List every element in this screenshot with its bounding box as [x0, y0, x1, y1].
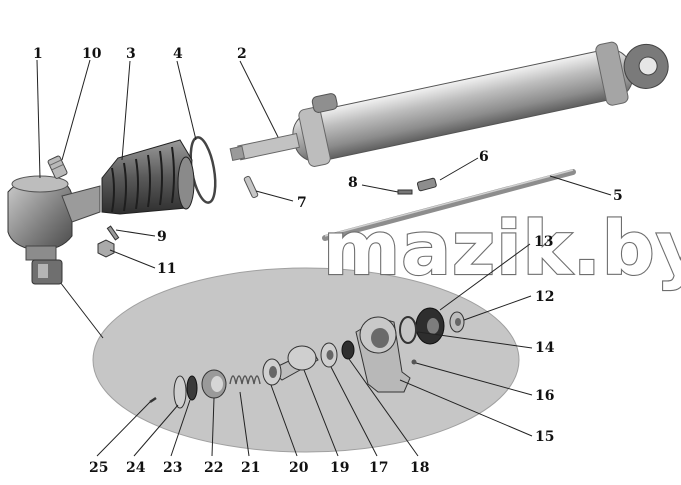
part-5-rod	[322, 169, 576, 241]
leader-lines	[36, 59, 612, 457]
part-23-ring	[186, 375, 198, 401]
part-13-nut-seal	[415, 307, 445, 345]
part-17-bushing	[320, 342, 338, 368]
part-20-cup	[262, 358, 282, 386]
label-part-7: 7	[297, 195, 307, 211]
part-number-labels: 1 2 3 4 5 6 7 8 9 10 11 12 13 14 15 16 1…	[33, 46, 623, 476]
label-part-22: 22	[204, 460, 223, 476]
label-part-12: 12	[535, 289, 554, 305]
label-part-13: 13	[534, 234, 553, 250]
label-part-6: 6	[479, 149, 489, 165]
label-part-5: 5	[613, 188, 623, 204]
label-part-21: 21	[241, 460, 260, 476]
part-18-seal	[341, 340, 355, 360]
label-part-9: 9	[157, 229, 167, 245]
label-part-20: 20	[289, 460, 309, 476]
part-16-ball	[411, 359, 417, 365]
part-19-ball-stud	[269, 345, 319, 381]
label-part-25: 25	[89, 460, 108, 476]
label-part-2: 2	[237, 46, 247, 62]
detail-connector-line	[59, 281, 104, 339]
part-24-cover	[173, 375, 187, 409]
part-25-bolt	[149, 396, 157, 404]
part-8-clip	[397, 189, 413, 195]
part-1-tie-rod-end	[7, 175, 101, 285]
part-7-pin	[243, 175, 259, 199]
part-2-cylinder	[229, 41, 669, 167]
part-14-oring	[399, 316, 417, 344]
part-10-bolt	[47, 155, 68, 179]
part-6-clip	[416, 177, 437, 192]
label-part-10: 10	[82, 46, 102, 62]
label-part-17: 17	[369, 460, 388, 476]
label-part-23: 23	[163, 460, 182, 476]
part-22-insert	[201, 369, 227, 399]
watermark-text: mazik.by	[323, 206, 681, 292]
label-part-14: 14	[535, 340, 555, 356]
label-part-24: 24	[126, 460, 146, 476]
label-part-3: 3	[126, 46, 136, 62]
part-11-nut	[97, 239, 115, 258]
label-part-4: 4	[173, 46, 183, 62]
label-part-11: 11	[157, 261, 176, 277]
part-21-spring	[229, 375, 261, 385]
part-9-pin	[106, 225, 120, 241]
label-part-18: 18	[410, 460, 429, 476]
label-part-19: 19	[330, 460, 349, 476]
label-part-15: 15	[535, 429, 554, 445]
part-3-boot	[101, 139, 195, 215]
label-part-1: 1	[33, 46, 43, 62]
part-12-ring	[449, 311, 465, 333]
label-part-16: 16	[535, 388, 554, 404]
label-part-8: 8	[348, 175, 358, 191]
part-15-housing	[355, 316, 411, 393]
